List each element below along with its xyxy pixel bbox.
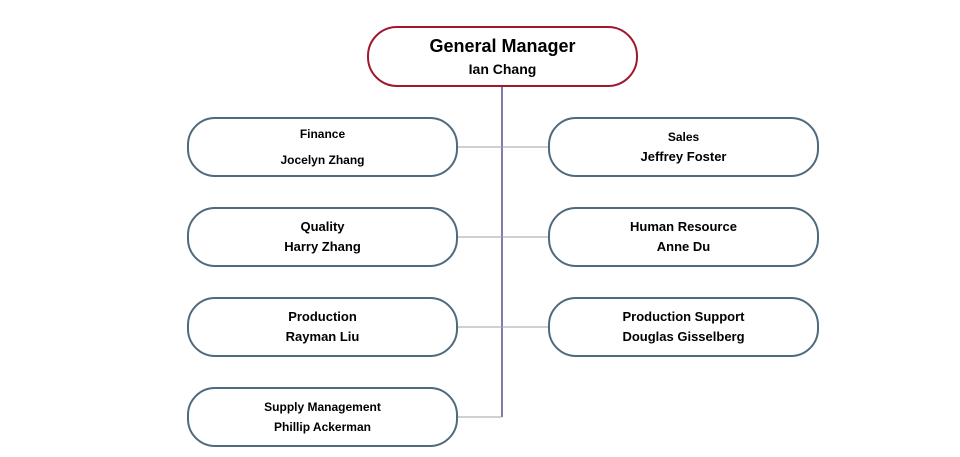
node-name: Anne Du	[656, 239, 711, 254]
node-title: Production	[288, 309, 357, 324]
node-title: General Manager	[429, 35, 576, 56]
node-sales[interactable]: Sales Jeffrey Foster	[548, 117, 819, 177]
node-production-support[interactable]: Production Support Douglas Gisselberg	[548, 297, 819, 357]
node-title: Quality	[300, 219, 345, 234]
node-name: Jocelyn Zhang	[280, 153, 365, 167]
node-general-manager[interactable]: General Manager Ian Chang	[367, 26, 638, 87]
node-name: Ian Chang	[468, 60, 537, 77]
node-title: Human Resource	[630, 219, 737, 234]
node-title: Production Support	[622, 309, 745, 324]
node-production[interactable]: Production Rayman Liu	[187, 297, 458, 357]
node-human-resource[interactable]: Human Resource Anne Du	[548, 207, 819, 267]
node-name: Jeffrey Foster	[640, 149, 727, 164]
node-title: Supply Management	[264, 400, 381, 414]
node-name: Harry Zhang	[284, 239, 361, 254]
node-name: Rayman Liu	[285, 329, 360, 344]
node-quality[interactable]: Quality Harry Zhang	[187, 207, 458, 267]
node-title: Finance	[299, 127, 346, 141]
node-name: Phillip Ackerman	[274, 420, 371, 434]
node-name: Douglas Gisselberg	[622, 329, 745, 344]
node-finance[interactable]: Finance Jocelyn Zhang	[187, 117, 458, 177]
node-title: Sales	[667, 130, 700, 144]
node-supply-management[interactable]: Supply Management Phillip Ackerman	[187, 387, 458, 447]
